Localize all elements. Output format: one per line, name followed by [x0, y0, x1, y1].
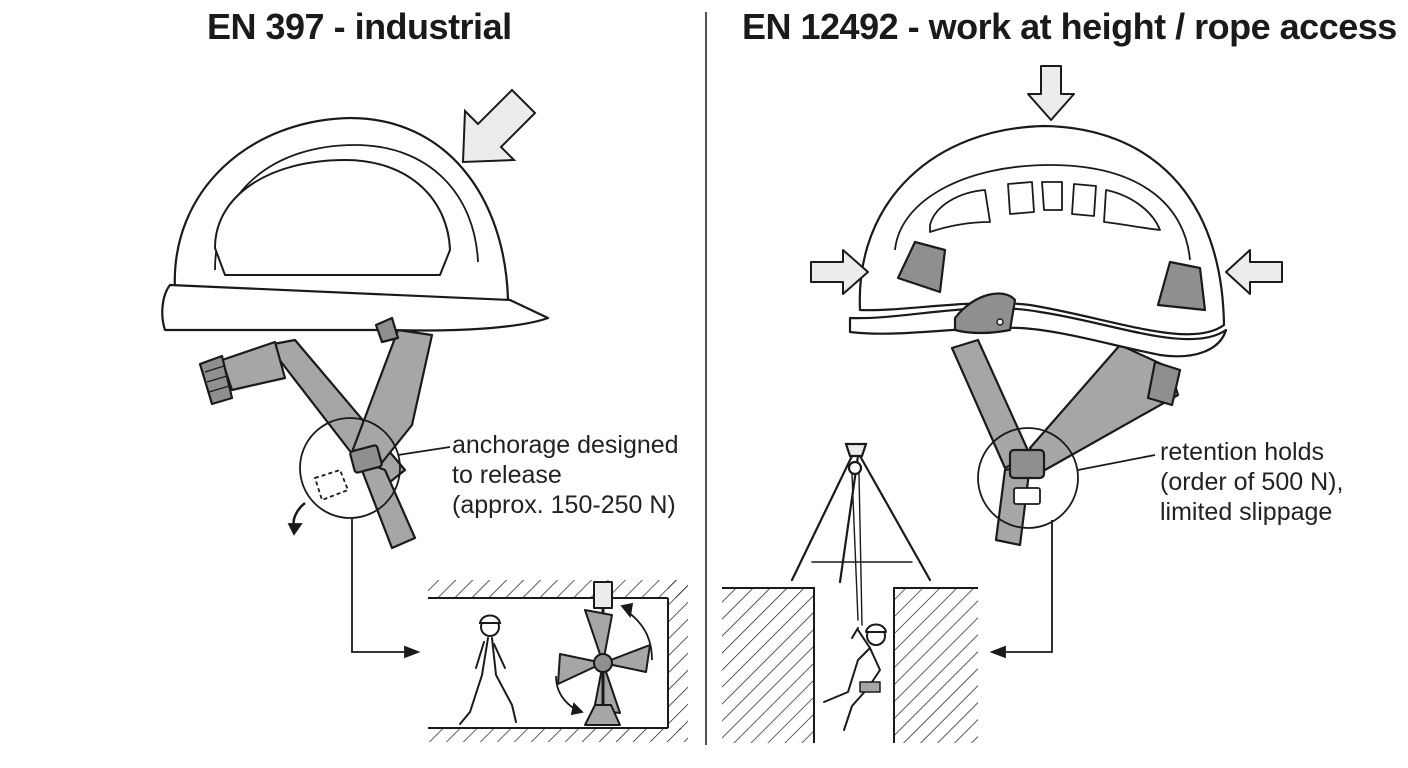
right-helmet [848, 124, 1228, 547]
left-headband [220, 340, 287, 392]
walking-worker [459, 614, 517, 725]
tripod [790, 442, 932, 626]
right-vent-2 [1007, 181, 1035, 215]
right-vent-3 [1041, 181, 1063, 211]
rotating-fan [557, 581, 651, 726]
left-front-strap [350, 328, 434, 467]
left-brim [161, 283, 550, 332]
left-anchorage-detail [287, 417, 451, 659]
right-scene [722, 442, 978, 743]
right-annotation-line-2: (order of 500 N), [1160, 468, 1344, 496]
force-arrow-icon [461, 88, 537, 164]
right-retention-detail [977, 427, 1156, 659]
rope-access-worker [823, 623, 887, 731]
right-front-strap [950, 338, 1032, 470]
force-arrow-icon [810, 65, 1283, 295]
right-annotation-line-3: limited slippage [1160, 498, 1333, 526]
right-vent-1 [929, 189, 991, 233]
right-annotation-line-1: retention holds [1160, 438, 1325, 466]
left-scene [428, 580, 688, 742]
left-buckle [349, 444, 383, 474]
right-vent-4 [1071, 183, 1097, 217]
right-vent-5 [1103, 189, 1161, 231]
left-title: EN 397 - industrial [207, 6, 512, 47]
right-annotation: retention holds (order of 500 N), limite… [1160, 437, 1343, 527]
left-window [214, 159, 451, 276]
left-annotation-line-1: anchorage designed [452, 431, 679, 459]
left-annotation-line-3: (approx. 150-250 N) [452, 491, 676, 519]
right-pad-left [896, 240, 947, 294]
left-helmet [161, 116, 550, 550]
left-chin-strap [356, 458, 417, 550]
left-annotation: anchorage designed to release (approx. 1… [452, 430, 679, 520]
left-annotation-line-2: to release [452, 461, 562, 489]
left-clip [374, 316, 400, 344]
right-title: EN 12492 - work at height / rope access [742, 6, 1397, 47]
rotation-arrow-icon [555, 602, 653, 716]
right-buckle [1008, 448, 1046, 480]
right-pad-right [1156, 260, 1207, 312]
right-vent-band [894, 164, 1191, 261]
right-rear-adjuster [1146, 360, 1182, 407]
